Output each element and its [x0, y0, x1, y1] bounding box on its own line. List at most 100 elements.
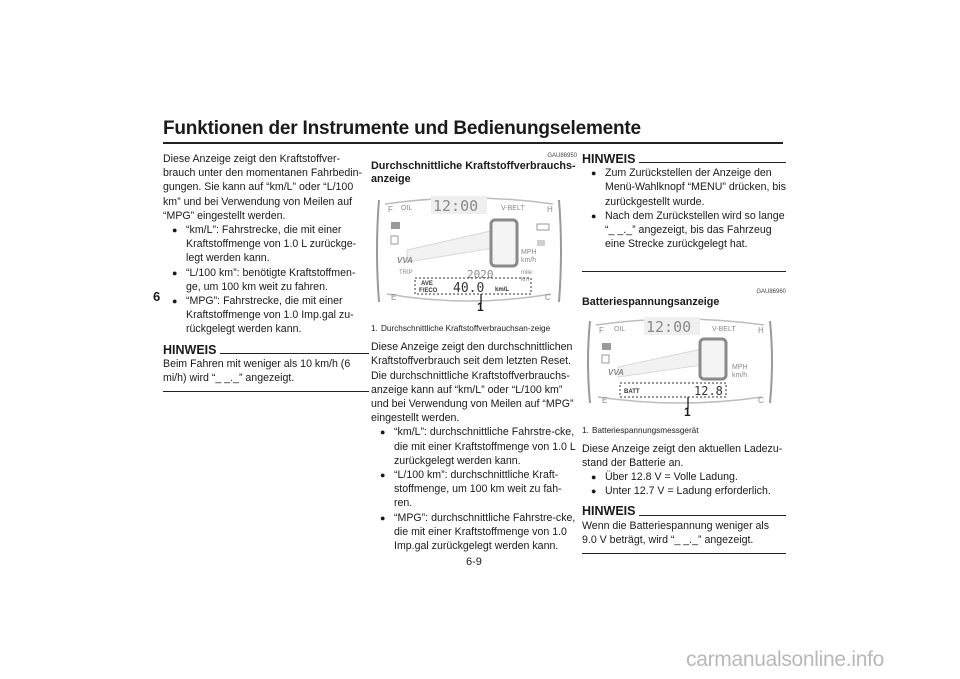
hinweis-end-rule: [582, 553, 786, 555]
hinweis-label: HINWEIS: [163, 342, 217, 357]
fuel-e-label: E: [602, 396, 607, 405]
instrument-display-illustration: F OIL 12:00 V-BELT H VVA MPH km/h 2020 m…: [376, 196, 562, 304]
warning-icon: [391, 222, 400, 229]
vva-logo: VVA: [608, 368, 624, 377]
section-code: GAU86950: [547, 153, 577, 159]
watermark-logo: carmanualsonline.info: [686, 648, 884, 671]
caption-number: 1.: [582, 425, 589, 435]
clock-readout: 12:00: [433, 197, 478, 215]
fuel-f-label: F: [388, 205, 393, 214]
figure-caption: 1.Durchschnittliche Kraftstoffverbrauchs…: [371, 324, 577, 334]
fuel-pump-icon: [390, 235, 399, 245]
list-item: Nach dem Zurückstellen wird so lange “_ …: [582, 209, 786, 252]
hinweis-heading: HINWEIS: [582, 152, 786, 166]
fuel-f-label: F: [599, 326, 604, 335]
page-number: 6-9: [466, 556, 482, 568]
hinweis-end-rule: [163, 391, 369, 393]
hinweis-text: Wenn die Batteriespannung weniger als 9.…: [582, 519, 770, 546]
list-item: Über 12.8 V = Volle Ladung.: [582, 470, 786, 484]
list-item: “L/100 km”: benötigte Kraftstoffmen-ge, …: [163, 266, 369, 294]
list-item: “km/L”: Fahrstrecke, die mit einer Kraft…: [163, 223, 369, 266]
caption-text: Durchschnittliche Kraftstoffverbrauchsan…: [381, 324, 551, 334]
section-code: GAU86960: [756, 289, 786, 296]
bottom-arc: [386, 293, 552, 302]
hinweis-label: HINWEIS: [582, 504, 636, 519]
hinweis-list: Zum Zurückstellen der Anzeige den Menü-W…: [582, 166, 786, 251]
chapter-tab: 6: [153, 289, 161, 304]
column-2: GAU86950 Durchschnittliche Kraftstoffver…: [371, 152, 577, 553]
speed-digit: [489, 218, 519, 268]
oil-label: OIL: [401, 205, 412, 212]
unit-label: km/L: [495, 287, 509, 293]
feco-label: F/ECO: [419, 288, 438, 294]
average-value: 40.0: [453, 281, 484, 296]
section-heading: Batteriespannungsanzeige: [582, 296, 720, 309]
warning-icon: [602, 343, 611, 351]
list-item: “km/L”: durchschnittliche Fahrstre-cke, …: [371, 425, 577, 468]
list-item: “L/100 km”: durchschnittliche Kraft-stof…: [371, 468, 577, 511]
hinweis-rule: [639, 162, 786, 164]
list-item: Zum Zurückstellen der Anzeige den Menü-W…: [582, 166, 786, 209]
section-heading: Durchschnittliche Kraftstoffverbrauchs-a…: [371, 160, 576, 185]
tachometer-bar: [406, 229, 496, 263]
kmh-label: km/h: [732, 372, 747, 379]
unit-list: “km/L”: Fahrstrecke, die mit einer Kraft…: [163, 223, 369, 337]
vbelt-label: V-BELT: [712, 326, 736, 333]
trip-label: TRIP: [399, 270, 413, 276]
list-item: Unter 12.7 V = Ladung erforderlich.: [582, 484, 786, 498]
vva-logo: VVA: [397, 256, 413, 265]
clock-panel: [644, 317, 700, 336]
hinweis-text: Beim Fahren mit weniger als 10 km/h (6 m…: [163, 357, 351, 385]
batt-label: BATT: [624, 389, 640, 395]
right-arc: [558, 199, 562, 303]
speed-digit: [698, 337, 728, 381]
caption-number: 1.: [371, 324, 378, 334]
odometer-readout: 2020: [467, 268, 494, 281]
voltage-list: Über 12.8 V = Volle Ladung. Unter 12.7 V…: [582, 470, 786, 499]
mph-label: MPH: [521, 249, 537, 256]
list-item: “MPG”: Fahrstrecke, die mit einer Krafts…: [163, 294, 369, 337]
unit-list: “km/L”: durchschnittliche Fahrstre-cke, …: [371, 425, 577, 553]
temp-c-label: C: [758, 396, 764, 405]
temp-h-label: H: [547, 205, 553, 214]
indicator-icon: [537, 240, 545, 246]
hinweis-label: HINWEIS: [582, 152, 636, 166]
figure-caption: 1.Batteriespannungsmessgerät: [582, 426, 786, 436]
fuel-e-label: E: [391, 293, 396, 302]
kmh-label: km/h: [521, 257, 536, 264]
temp-c-label: C: [545, 293, 551, 302]
oil-label: OIL: [614, 326, 625, 333]
left-arc: [587, 321, 591, 404]
km-label: km: [521, 277, 529, 283]
column-1: Diese Anzeige zeigt den Kraftstoffver-br…: [163, 152, 369, 393]
hinweis-rule: [220, 352, 369, 354]
column-3: HINWEIS Zum Zurückstellen der Anzeige de…: [582, 152, 786, 555]
battery-voltage-figure: F OIL 12:00 V-BELT H VVA MPH km/h BATT 1…: [582, 313, 786, 419]
page-title: Funktionen der Instrumente und Bedienung…: [163, 118, 641, 139]
instrument-display-illustration: F OIL 12:00 V-BELT H VVA MPH km/h BATT 1…: [587, 317, 773, 410]
highlight-box: [414, 277, 532, 295]
vbelt-label: V-BELT: [501, 205, 525, 212]
bottom-arc: [597, 396, 763, 405]
mile-label: mile: [521, 270, 533, 276]
clock-panel: [431, 196, 487, 214]
intro-paragraph: Diese Anzeige zeigt den Kraftstoffver-br…: [163, 153, 363, 222]
mph-label: MPH: [732, 364, 748, 371]
right-arc: [769, 321, 773, 404]
battery-value: 12.8: [694, 384, 723, 398]
body-paragraph: Diese Anzeige zeigt den aktuellen Ladezu…: [582, 442, 783, 469]
ave-label: AVE: [421, 281, 433, 287]
body-paragraph: Diese Anzeige zeigt den durchschnittlich…: [371, 341, 574, 425]
hinweis-heading: HINWEIS: [582, 504, 786, 518]
clock-readout: 12:00: [646, 318, 691, 336]
hinweis-rule: [639, 514, 786, 516]
list-item: “MPG”: durchschnittliche Fahrstre-cke, d…: [371, 511, 577, 554]
header-rule: [163, 142, 783, 144]
temp-h-label: H: [758, 326, 764, 335]
tachometer-bar: [617, 348, 703, 378]
callout-number: 1: [684, 405, 691, 420]
fuel-pump-icon: [601, 354, 610, 364]
hinweis-end-rule: [582, 271, 786, 273]
battery-icon: [536, 223, 550, 231]
highlight-box: [619, 382, 727, 398]
